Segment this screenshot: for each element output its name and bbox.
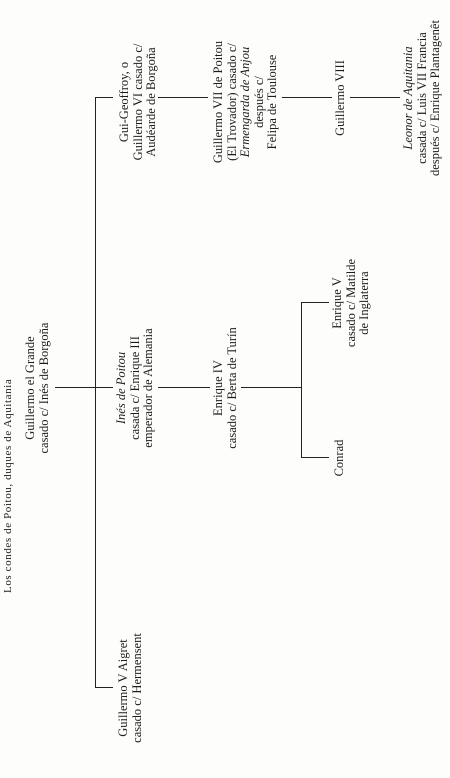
connector-guillermo-viii-leonor	[350, 97, 400, 98]
node-marriage: casada c/ Enrique III	[127, 336, 142, 440]
node-then: después c/	[251, 76, 266, 128]
node-enrique-v: Enrique V casado c/ Matilde de Inglaterr…	[330, 233, 372, 373]
node-name: Guillermo VIII	[333, 60, 347, 136]
connector-children-bar	[95, 98, 96, 688]
connector-to-ines	[95, 387, 113, 388]
node-name: Guillermo VII de Poitou	[211, 40, 225, 164]
node-marriage: casado c/ Matilde	[343, 258, 358, 348]
node-name: Inés de Poitou	[114, 351, 128, 425]
node-marriage: casado c/ Hermensent	[129, 633, 144, 743]
node-name: Guillermo el Grande	[23, 336, 37, 440]
node-spouse-2: Felipa de Toulouse	[265, 54, 279, 150]
node-spouse-1: Ermengarda de Anjou	[238, 46, 252, 158]
node-conrad: Conrad	[332, 408, 347, 508]
node-leonor-de-aquitania: Leonor de Aquitania casada c/ Luis VII F…	[401, 1, 443, 195]
connector-enrique-iv	[241, 387, 301, 388]
node-marriage: casado c/ Inés de Borgoña	[36, 322, 51, 454]
node-name: Guillermo V Aigret	[116, 639, 130, 737]
connector-guillermo-vii-viii	[282, 97, 332, 98]
node-name: Conrad	[332, 439, 346, 477]
node-ines-de-poitou: Inés de Poitou casada c/ Enrique III emp…	[114, 288, 156, 488]
node-title: emperador de Alemania	[141, 328, 155, 448]
node-name: Gui-Geoffroy, o	[117, 61, 131, 143]
node-gui-geoffroy: Gui-Geoffroy, o Guillermo VI casado c/ A…	[117, 4, 159, 200]
node-spouse-origin: de Inglaterra	[357, 271, 371, 335]
connector-ines-enrique-iv	[158, 387, 210, 388]
node-enrique-iv: Enrique IV casado c/ Berta de Turín	[211, 298, 239, 478]
node-name-alt: Guillermo VI casado c/	[130, 43, 145, 161]
node-guillermo-viii: Guillermo VIII	[333, 18, 348, 178]
node-guillermo-v-aigret: Guillermo V Aigret casado c/ Hermensent	[116, 598, 144, 778]
connector-to-enrique-v	[301, 302, 329, 303]
connector-root	[55, 387, 95, 388]
tree-title: Los condes de Poitou, duques de Aquitani…	[2, 378, 14, 593]
node-name: Enrique IV	[211, 360, 225, 416]
node-name: Enrique V	[330, 277, 344, 329]
node-name: Leonor de Aquitania	[401, 46, 415, 150]
connector-grandchildren-bar	[301, 303, 302, 458]
connector-to-conrad	[301, 457, 329, 458]
node-marriage: casado c/ Berta de Turín	[224, 327, 239, 449]
connector-to-aigret	[95, 687, 113, 688]
node-guillermo-el-grande: Guillermo el Grande casado c/ Inés de Bo…	[23, 288, 51, 488]
node-marriage-2: después c/ Enrique Plantagenêt	[428, 20, 442, 176]
connector-to-gui-geoffroy	[95, 97, 113, 98]
node-guillermo-vii: Guillermo VII de Poitou (El Trovador) ca…	[211, 12, 280, 192]
node-marriage-1: casada c/ Luis VII Francia	[414, 32, 429, 164]
connector-gui-geoffroy-guillermo-vii	[158, 97, 208, 98]
node-nickname: (El Trovador) casado c/	[224, 43, 239, 161]
node-spouse: Audéarde de Borgoña	[144, 47, 158, 157]
